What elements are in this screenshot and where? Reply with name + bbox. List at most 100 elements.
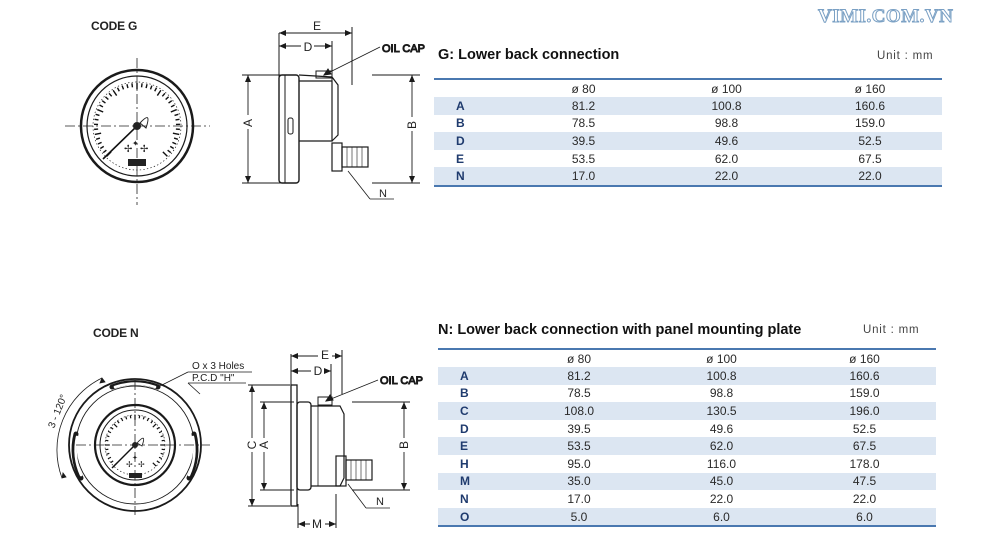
dimension-value: 159.0 — [854, 116, 886, 131]
scale-tick — [172, 141, 177, 145]
dimension-e-label: E — [313, 19, 321, 33]
gauge-case-profile — [278, 74, 339, 184]
dimension-m-label: M — [312, 517, 322, 531]
scale-tick — [126, 84, 129, 89]
scale-tick — [108, 92, 113, 97]
dimension-a-label: A — [241, 119, 255, 127]
dimension-e-label: E — [321, 348, 329, 362]
scale-tick — [113, 423, 118, 428]
dimension-a-label: A — [257, 441, 271, 449]
scale-tick — [94, 118, 99, 121]
dimension-value: 47.5 — [852, 474, 877, 489]
dimension-value: 100.8 — [706, 368, 737, 383]
scale-tick — [170, 108, 177, 113]
dimension-n-label: N — [376, 496, 384, 508]
dimension-n: N — [347, 483, 390, 509]
oil-cap-label: OIL CAP — [380, 375, 423, 387]
oil-cap: OIL CAP — [315, 43, 426, 79]
code-g-front-view: ✢ ✢ ✦ — [65, 58, 210, 205]
code-n-unit: Unit : mm — [863, 324, 920, 336]
scale-tick — [160, 452, 164, 455]
dimension-value: 62.0 — [709, 439, 734, 454]
dimension-value: 39.5 — [571, 133, 596, 148]
table-column-header: ø 100 — [706, 351, 737, 366]
code-n-side-view: E D C A B OIL CAP — [244, 348, 424, 531]
scale-tick — [99, 145, 105, 150]
dimension-row-label: O — [460, 509, 470, 524]
dimension-value: 196.0 — [849, 403, 880, 418]
code-g-section-title: G: Lower back connection — [438, 47, 620, 63]
scale-tick — [156, 89, 162, 96]
dimension-d-label: D — [314, 364, 323, 378]
dimension-value: 78.5 — [567, 386, 591, 401]
dimension-row-label: C — [460, 403, 469, 418]
scale-tick — [152, 423, 157, 428]
dimension-value: 160.6 — [849, 368, 880, 383]
dimension-row-label: B — [460, 386, 469, 401]
dimension-value: 49.6 — [714, 133, 739, 148]
dimension-row-label: E — [456, 151, 465, 166]
scale-tick — [121, 85, 125, 90]
gauge-bezel — [79, 68, 195, 184]
dimension-a: A — [240, 75, 256, 183]
scale-tick — [167, 149, 172, 154]
dimension-e: E — [279, 19, 352, 36]
svg-text:✦: ✦ — [132, 139, 139, 148]
scale-tick — [116, 420, 120, 424]
scale-tick — [95, 113, 100, 117]
dimension-value: 98.8 — [709, 386, 734, 401]
code-n-section-title: N: Lower back connection with panel moun… — [438, 322, 802, 338]
dimension-value: 67.5 — [858, 151, 882, 166]
mounting-plate-profile — [290, 384, 345, 507]
scale-tick — [172, 132, 180, 136]
scale-tick — [97, 108, 104, 113]
dimension-row-label: M — [460, 474, 470, 489]
scale-tick — [97, 141, 102, 145]
scale-tick — [156, 426, 160, 430]
dimension-value: 116.0 — [706, 456, 737, 471]
dimension-value: 53.5 — [571, 151, 596, 166]
dimension-d: D — [291, 364, 331, 378]
scale-tick — [165, 96, 170, 101]
scale-tick — [173, 137, 179, 140]
scale-tick — [106, 452, 110, 455]
dimension-value: 22.0 — [714, 169, 739, 184]
scale-tick — [95, 137, 101, 140]
dimension-d-label: D — [304, 40, 313, 54]
scale-tick — [149, 85, 153, 90]
dimension-b-label: B — [405, 121, 419, 129]
site-watermark: VIMI.COM.VN — [817, 6, 954, 28]
gauge-pointer — [102, 117, 149, 160]
dimension-value: 22.0 — [852, 491, 877, 506]
dimension-value: 130.5 — [706, 403, 737, 418]
dimension-value: 35.0 — [567, 474, 591, 489]
dimension-value: 49.6 — [709, 421, 734, 436]
dimension-value: 81.2 — [567, 368, 591, 383]
dimension-value: 178.0 — [849, 456, 880, 471]
svg-text:✢: ✢ — [126, 460, 133, 469]
code-g-unit: Unit : mm — [877, 50, 934, 62]
scale-tick — [168, 100, 173, 104]
table-column-header: ø 160 — [849, 351, 880, 366]
dimension-n: N — [347, 170, 394, 200]
scale-tick — [145, 84, 148, 89]
dimension-b: B — [404, 75, 420, 183]
svg-text:✦: ✦ — [132, 454, 138, 462]
scale-tick — [94, 132, 102, 136]
scale-tick — [110, 426, 114, 430]
code-n-label: CODE N — [93, 326, 139, 340]
dimension-value: 78.5 — [571, 116, 596, 131]
dimension-row-label: B — [456, 116, 465, 131]
gauge-scale-ticks — [94, 83, 180, 157]
scale-tick — [152, 462, 157, 467]
dimension-value: 53.5 — [567, 439, 591, 454]
